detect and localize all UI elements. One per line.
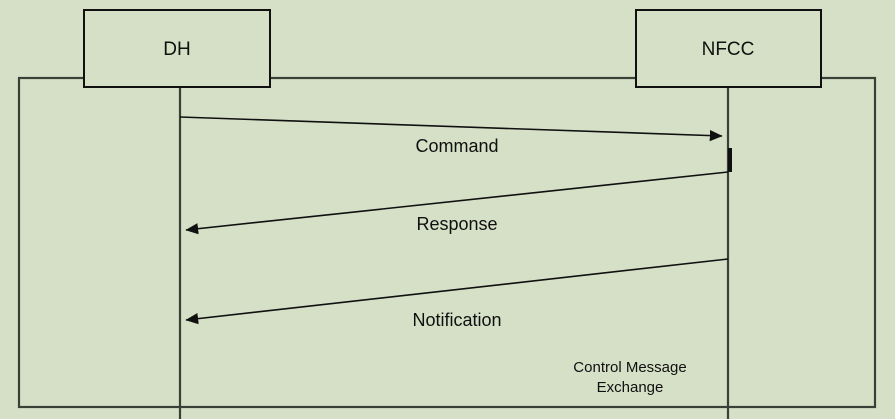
message-arrow-response[interactable] xyxy=(185,171,729,235)
nfcc-activation-bar xyxy=(728,148,732,172)
frame-caption-line-2: Exchange xyxy=(597,379,664,396)
participant-label-nfcc: NFCC xyxy=(702,39,755,60)
message-arrow-notification[interactable] xyxy=(185,258,729,325)
participant-label-dh: DH xyxy=(163,39,190,60)
frame-caption-line-1: Control Message xyxy=(573,359,686,376)
sequence-diagram-frame xyxy=(17,76,877,409)
participant-box-nfcc[interactable] xyxy=(635,9,822,88)
message-label-response: Response xyxy=(416,214,497,234)
message-label-command: Command xyxy=(415,136,498,156)
message-arrow-command[interactable] xyxy=(179,116,723,142)
message-label-notification: Notification xyxy=(412,310,501,330)
participant-box-dh[interactable] xyxy=(83,9,271,88)
